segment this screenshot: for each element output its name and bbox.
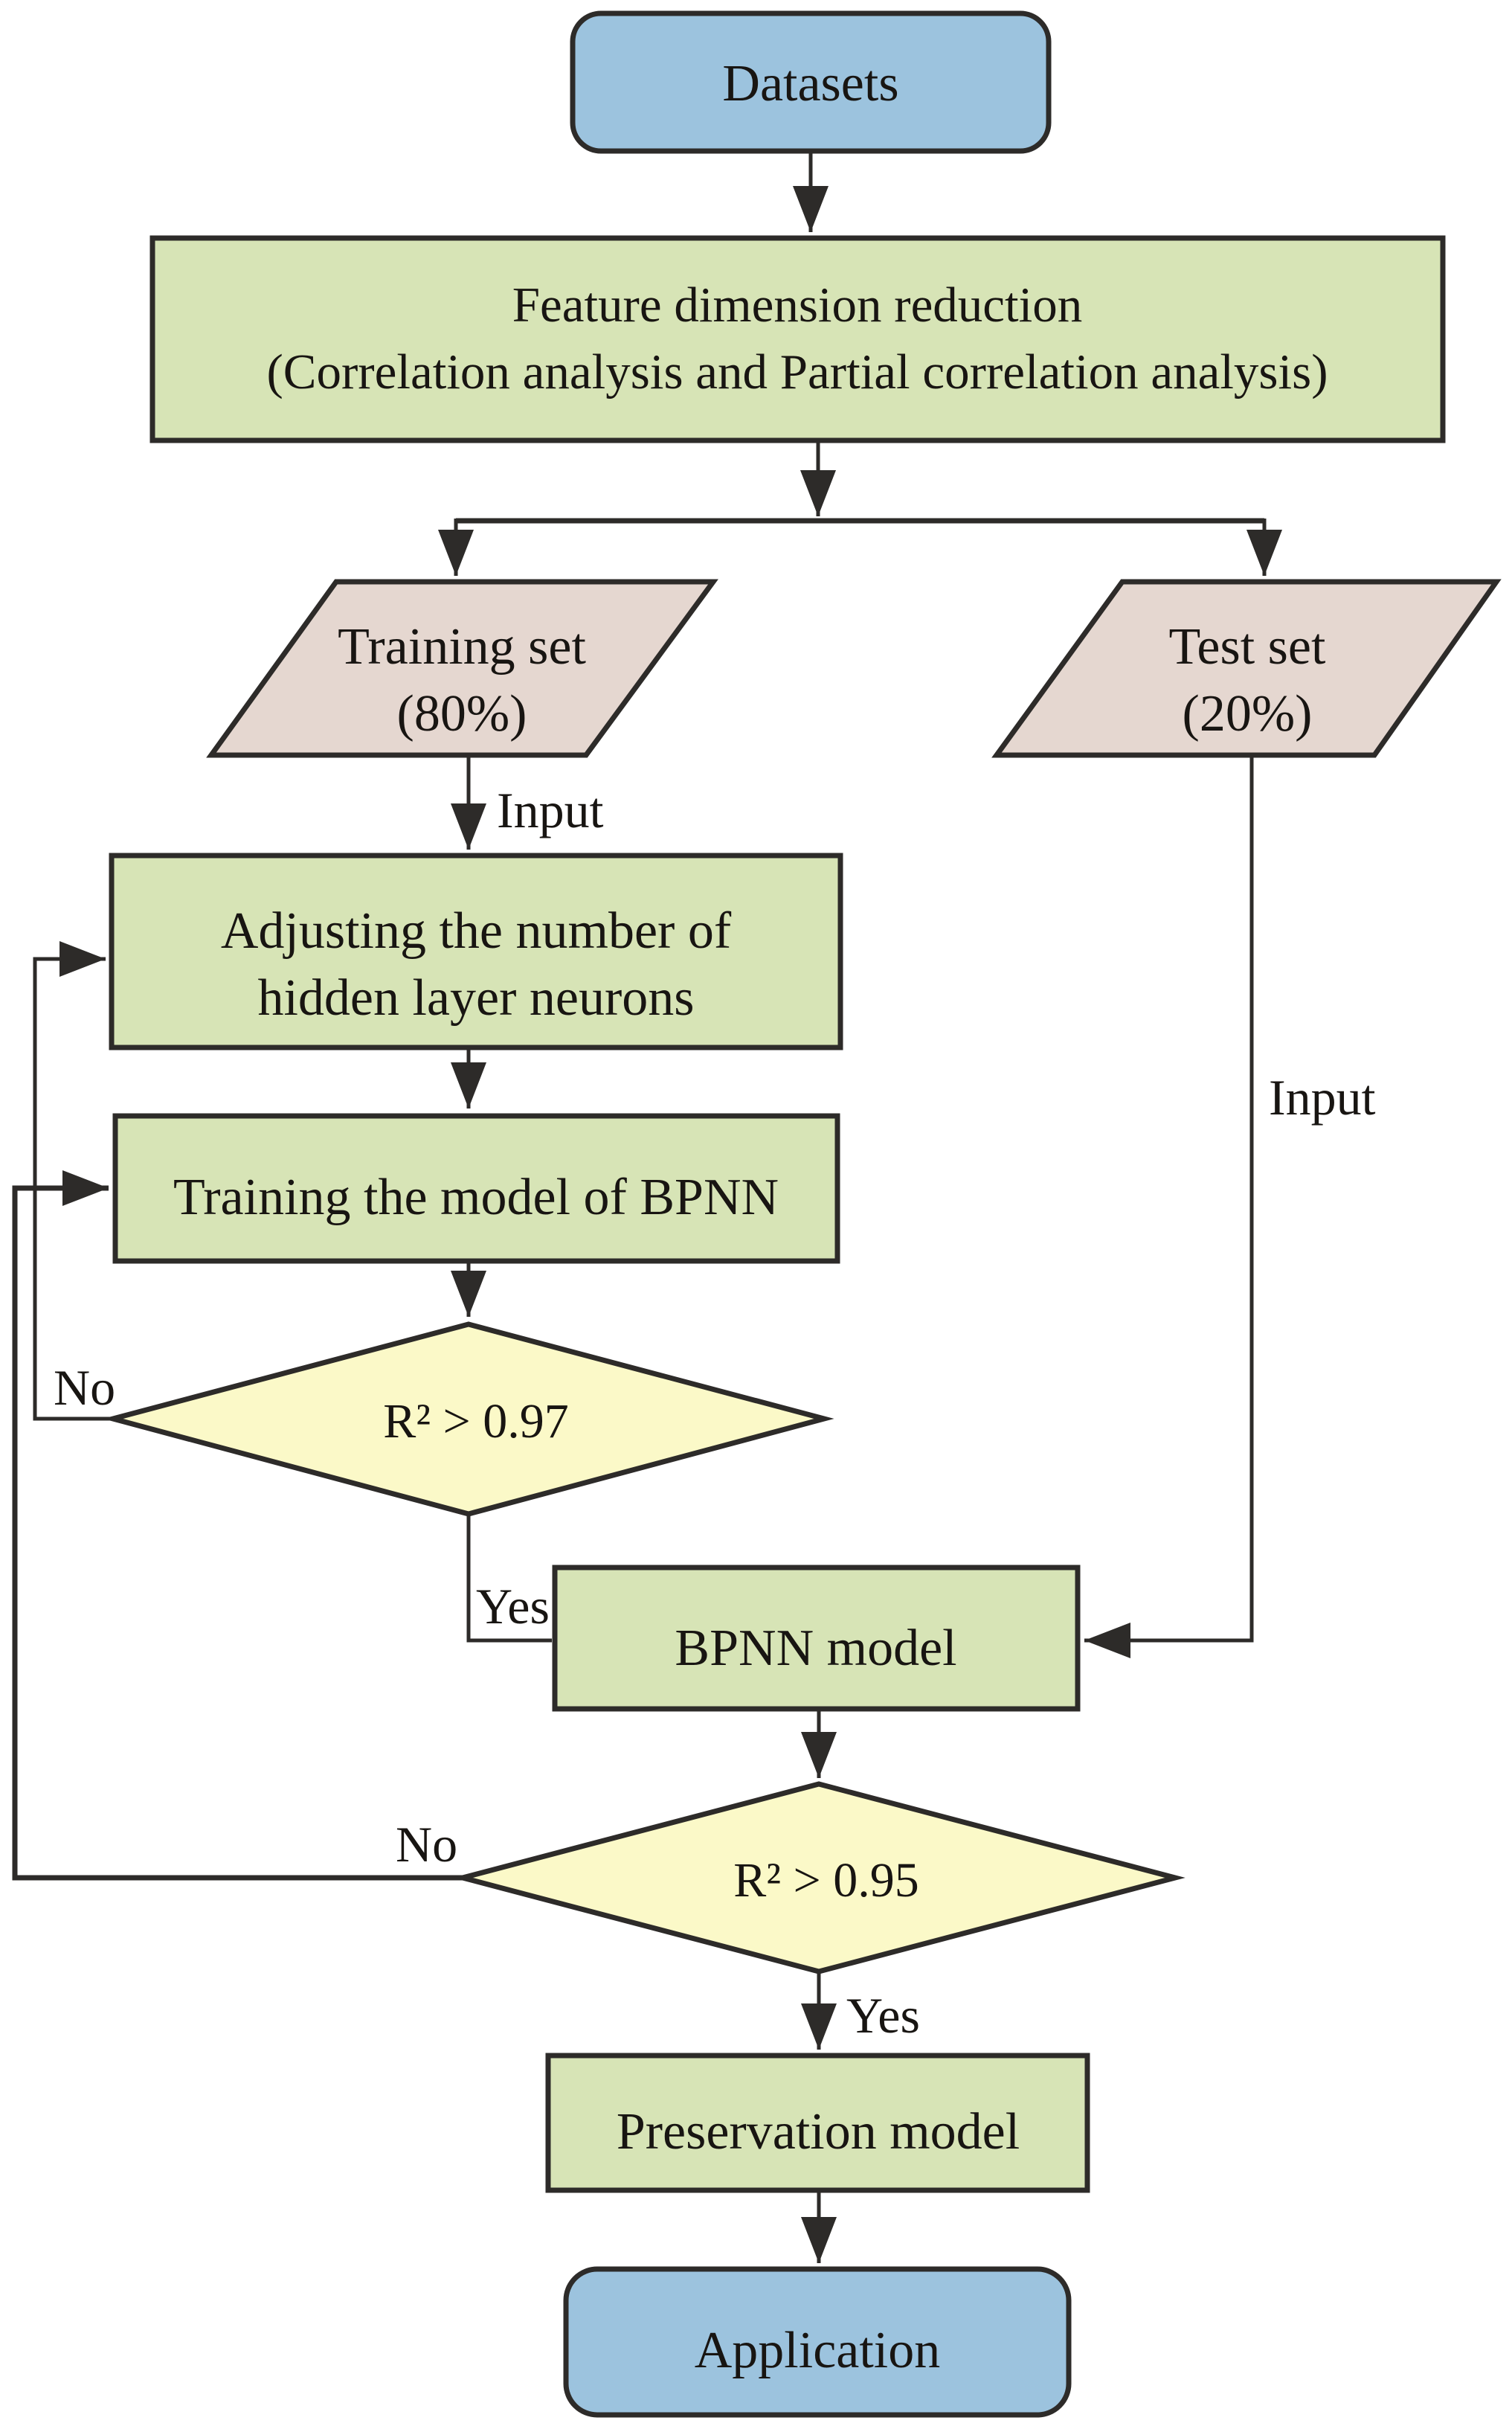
datasets-shape [570,10,1052,154]
adjust-neurons-label-line1: Adjusting the number of [221,902,732,960]
preservation-model-shape [545,2053,1090,2193]
node-train-bpnn: Training the model of BPNN [112,1113,840,1264]
train-bpnn-shape [112,1113,840,1264]
preservation-model-label: Preservation model [617,2103,1020,2160]
training-set-label-line2: (80%) [397,685,527,742]
node-bpnn-model: BPNN model [552,1565,1081,1712]
decision-r2-095-shape [452,1781,1186,1974]
edge-label-yes-097: Yes [476,1578,550,1634]
application-shape [563,2266,1072,2418]
edge-label-no-097: No [54,1359,115,1416]
node-decision-r2-097: R² > 0.97 [103,1321,834,1517]
feature-reduction-shape [149,235,1446,443]
training-set-shape [206,579,718,758]
bpnn-model-shape [552,1565,1081,1712]
test-set-shape [991,579,1502,758]
node-preservation-model: Preservation model [545,2053,1090,2193]
decision-r2-095-label: R² > 0.95 [733,1853,919,1908]
node-feature-reduction: Feature dimension reduction (Correlation… [149,235,1446,443]
test-set-label-line1: Test set [1169,618,1326,676]
edge-label-input-test: Input [1269,1069,1376,1126]
adjust-neurons-shape [109,853,843,1050]
input-line-test-set-to-bpnn-model [1084,755,1254,1658]
adjust-neurons-label-line2: hidden layer neurons [257,969,694,1027]
decision-r2-097-label: R² > 0.97 [383,1394,569,1448]
edge-label-yes-095: Yes [846,1987,920,2044]
node-application: Application [563,2266,1072,2418]
training-set-label-line1: Training set [338,618,586,676]
test-set-label-line2: (20%) [1183,685,1313,742]
train-bpnn-label: Training the model of BPNN [173,1169,779,1226]
edge-label-input-training: Input [497,782,604,838]
yes-line-decision1-to-bpnn-model [466,1516,552,1643]
node-decision-r2-095: R² > 0.95 [452,1781,1186,1974]
bpnn-model-label: BPNN model [675,1620,956,1677]
feature-reduction-label-line2: (Correlation analysis and Partial correl… [266,344,1328,400]
node-datasets: Datasets [570,10,1052,154]
feature-reduction-label-line1: Feature dimension reduction [512,277,1083,333]
node-test-set: Test set (20%) [991,579,1502,758]
application-label: Application [695,2322,940,2379]
no-loop-decision2-to-train-bpnn [12,1170,463,1881]
decision-r2-097-shape [103,1321,834,1517]
node-training-set: Training set (80%) [206,579,718,758]
edge-label-no-095: No [396,1816,457,1873]
node-adjust-neurons: Adjusting the number of hidden layer neu… [109,853,843,1050]
datasets-label: Datasets [722,55,898,112]
